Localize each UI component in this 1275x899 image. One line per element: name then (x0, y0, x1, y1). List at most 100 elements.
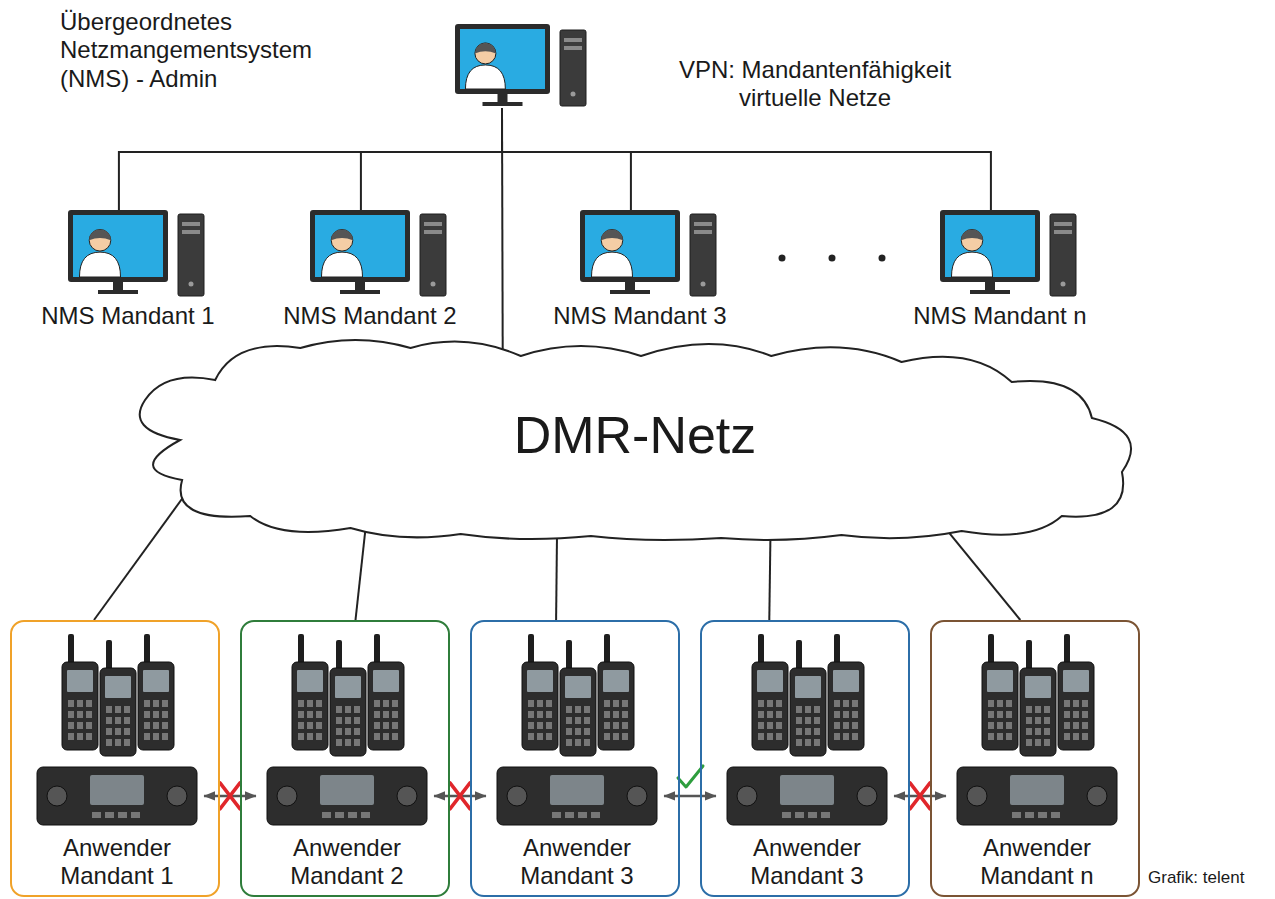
user-node: Anwender Mandant 3 (700, 620, 910, 897)
radio-screen (987, 670, 1013, 692)
radio-key (997, 733, 1003, 740)
radio-screen (565, 676, 591, 698)
radio-key (106, 706, 112, 713)
mobile-radio-knob (167, 786, 187, 806)
radio-key (1006, 711, 1012, 718)
monitor-stand (498, 94, 508, 103)
radio-antenna (106, 640, 112, 670)
radio-key (796, 728, 802, 735)
radio-key (115, 728, 121, 735)
credit-note: Grafik: telent (1148, 868, 1268, 888)
radio-key (622, 733, 628, 740)
mobile-radio-button (131, 812, 140, 818)
radio-antenna (988, 634, 994, 664)
node-label: NMS Mandant 3 (520, 302, 760, 330)
monitor-frame (68, 210, 168, 282)
radio-key (566, 706, 572, 713)
radio-key (336, 706, 342, 713)
radio-screen (1025, 676, 1051, 698)
drive-slot (694, 222, 712, 226)
network-link (119, 108, 502, 210)
radio-key (843, 700, 849, 707)
radio-key (1035, 739, 1041, 746)
person-head (601, 229, 623, 251)
radio-key (528, 711, 534, 718)
radio-screen (527, 670, 553, 692)
person-hair (89, 229, 111, 240)
radio-key (997, 711, 1003, 718)
radio-key (604, 733, 610, 740)
node-label: Übergeordnetes Netzmangementsystem (NMS)… (60, 8, 360, 93)
radio-key (622, 722, 628, 729)
radio-key (298, 700, 304, 707)
radio-screen (297, 670, 323, 692)
radio-screen (757, 670, 783, 692)
radio-key (383, 711, 389, 718)
person-body (951, 252, 992, 277)
mobile-radio-button (782, 812, 791, 818)
radio-key (86, 722, 92, 729)
radio-key (115, 717, 121, 724)
radio-key (584, 739, 590, 746)
radio-key (546, 711, 552, 718)
radio-key (796, 717, 802, 724)
radio-key (1064, 722, 1070, 729)
mobile-radio-knob (277, 786, 297, 806)
monitor-stand (113, 282, 123, 291)
network-name: DMR-Netz (120, 405, 1150, 466)
radio-key (86, 733, 92, 740)
radio-screen (335, 676, 361, 698)
text-slot: NMS Mandant 2 (250, 302, 490, 330)
monitor-base (340, 290, 380, 294)
mobile-radio-button (1051, 812, 1060, 818)
radio-key (153, 711, 159, 718)
radio-key (115, 739, 121, 746)
radio-key (758, 700, 764, 707)
radio-key (307, 722, 313, 729)
radio-key (622, 700, 628, 707)
radio-key (374, 722, 380, 729)
radio-body (1058, 662, 1094, 750)
person-hair (961, 229, 983, 240)
radio-key (776, 722, 782, 729)
access-arrow (664, 795, 716, 798)
mobile-radio-button (1012, 812, 1021, 818)
radio-key (307, 700, 313, 707)
drive-slot (182, 222, 200, 226)
radio-key (834, 722, 840, 729)
radio-key (805, 728, 811, 735)
drive-slot (1054, 222, 1072, 226)
radio-key (575, 717, 581, 724)
text-slot: Anwender Mandant 2 (267, 834, 427, 891)
mobile-radio-knob (627, 786, 647, 806)
radio-key (604, 711, 610, 718)
radio-key (106, 728, 112, 735)
mobile-radio-display (1010, 775, 1064, 805)
person-hair (601, 229, 623, 240)
radio-key (392, 733, 398, 740)
text-slot: Anwender Mandant 3 (497, 834, 657, 891)
radio-body (790, 668, 826, 756)
radio-key (843, 733, 849, 740)
radio-key (1073, 733, 1079, 740)
ellipsis-dot (829, 255, 836, 262)
radio-key (566, 717, 572, 724)
radio-key (124, 739, 130, 746)
radio-key (298, 711, 304, 718)
mobile-radio-body (957, 767, 1117, 825)
mobile-radio-button (361, 812, 370, 818)
radio-key (144, 733, 150, 740)
radio-body (598, 662, 634, 750)
mobile-radio-button (322, 812, 331, 818)
monitor-screen (73, 215, 163, 277)
radio-key (153, 722, 159, 729)
node-label: Anwender Mandant 3 (727, 834, 887, 891)
radio-key (392, 722, 398, 729)
person-head (331, 229, 353, 251)
person-body (79, 252, 120, 277)
radio-key (68, 733, 74, 740)
nms-node: NMS Mandant 1 (8, 210, 250, 336)
monitor-base (98, 290, 138, 294)
mobile-radio-display (780, 775, 834, 805)
